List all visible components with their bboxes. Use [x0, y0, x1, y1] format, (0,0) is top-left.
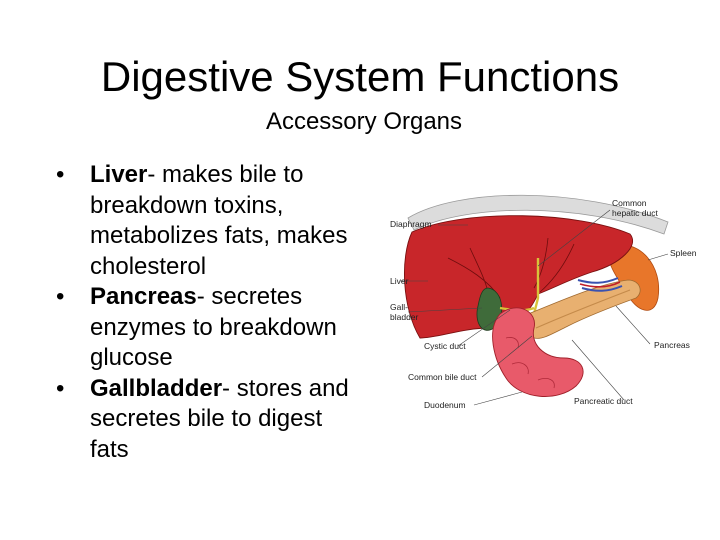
label-common-hepatic-duct-line1: Common: [612, 198, 647, 208]
label-gallbladder-line2: bladder: [390, 312, 419, 322]
bullet-liver: • Liver- makes bile to breakdown toxins, …: [56, 160, 356, 282]
bullet-dot-icon: •: [56, 374, 65, 402]
spleen-shape: [608, 244, 660, 311]
blood-vessel-lines: [577, 277, 623, 292]
organ-illustration: Diaphragm Common hepatic duct Spleen Liv…: [390, 194, 697, 410]
bullet-gallbladder: • Gallbladder- stores and secretes bile t…: [56, 374, 356, 466]
label-gallbladder-line1: Gall-: [390, 302, 408, 312]
bullet-term: Gallbladder: [90, 374, 223, 402]
label-spleen: Spleen: [670, 248, 697, 258]
label-pancreatic-duct: Pancreatic duct: [574, 396, 633, 406]
bullet-text: - makes bile to breakdown toxins, metabo…: [90, 161, 348, 280]
duodenum-shape: [492, 307, 584, 397]
liver-vessel-lines: [447, 237, 575, 301]
label-common-hepatic-duct-line2: hepatic duct: [612, 208, 658, 218]
bullet-term: Pancreas: [90, 283, 197, 310]
bullet-list: • Liver- makes bile to breakdown toxins, …: [56, 160, 356, 465]
label-common-bile-duct: Common bile duct: [408, 372, 477, 382]
gallbladder-shape: [476, 287, 502, 331]
pancreatic-duct-line: [535, 289, 631, 329]
digestive-organs-diagram: Diaphragm Common hepatic duct Spleen Liv…: [378, 188, 706, 428]
bullet-term: Liver: [90, 161, 148, 188]
bullet-dot-icon: •: [56, 161, 65, 188]
slide-subtitle: Accessory Organs: [265, 108, 463, 135]
diaphragm-shape: [407, 194, 669, 235]
bullet-dot-icon: •: [56, 283, 65, 310]
slide-title: Digestive System Functions: [100, 53, 620, 100]
bullet-pancreas: • Pancreas- secretes enzymes to breakdown…: [56, 282, 356, 374]
label-leader-lines: [400, 209, 669, 406]
duodenum-folds: [505, 337, 555, 389]
liver-shape: [404, 215, 633, 339]
label-diaphragm: Diaphragm: [390, 219, 432, 229]
artery-lines: [579, 281, 621, 288]
label-liver: Liver: [390, 276, 409, 286]
label-duodenum: Duodenum: [424, 400, 466, 410]
label-pancreas: Pancreas: [654, 340, 690, 350]
bullet-text: - stores and secretes bile to digest fat…: [90, 374, 349, 463]
label-cystic-duct: Cystic duct: [424, 341, 466, 351]
bullet-text: - secretes enzymes to breakdown glucose: [90, 283, 337, 371]
